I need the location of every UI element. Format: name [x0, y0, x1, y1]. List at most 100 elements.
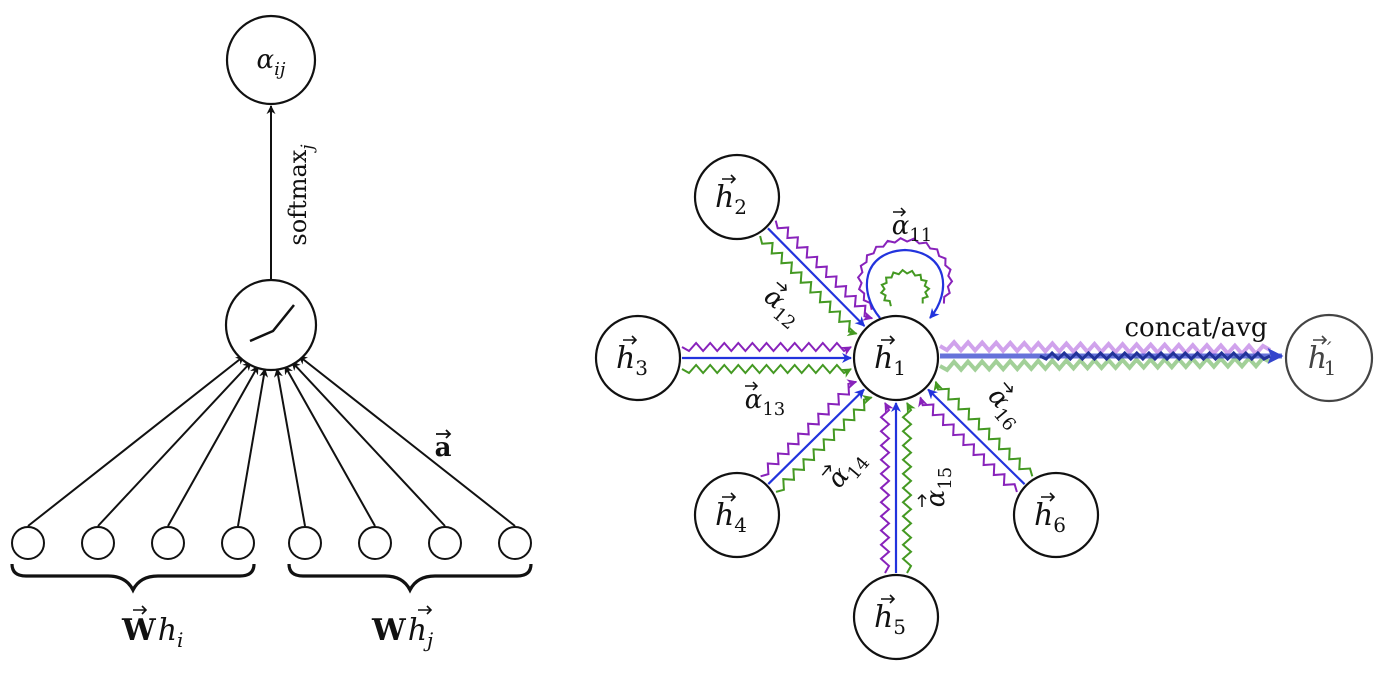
concat-avg-label: concat/avg	[1124, 313, 1267, 343]
edge-h2-head-purple	[774, 220, 874, 321]
h6-base: h	[1034, 498, 1053, 533]
h-right: h	[408, 613, 427, 648]
vector-arrow-icon	[722, 174, 737, 184]
svg-text:α11: α11	[892, 211, 932, 246]
input-neurons	[11, 526, 532, 560]
alpha-ij-sub: ij	[274, 59, 286, 80]
vector-arrow-icon	[776, 281, 787, 292]
h3-sub: 3	[635, 356, 648, 380]
h5-base: h	[874, 600, 893, 635]
svg-text:Whi: Whi	[121, 613, 183, 652]
alpha-ij-base: α	[257, 45, 275, 75]
alpha-16-label: α16	[982, 382, 1020, 435]
svg-text:h5: h5	[874, 600, 906, 639]
edge-h4-head-purple	[760, 379, 858, 478]
multihead-edges	[681, 220, 1034, 574]
alpha-12-label: α12	[755, 281, 808, 334]
node-h3: h3	[594, 314, 682, 402]
alpha-15-base: α	[921, 489, 951, 507]
vector-arrow-icon	[436, 429, 452, 439]
attention-vector-label: a	[435, 429, 452, 463]
edge-h3-head-purple	[681, 341, 852, 356]
edge-h6-head-green	[933, 380, 1034, 477]
h1-prime-mark: ′	[1327, 337, 1332, 361]
svg-text:αij: αij	[257, 45, 286, 80]
input-edges	[27, 355, 516, 527]
svg-text:h1: h1	[874, 341, 906, 380]
vector-arrow-icon	[745, 381, 759, 391]
alpha-13-label: α13	[745, 381, 785, 420]
edge-h6-head-purple	[918, 396, 1018, 493]
svg-text:h6: h6	[1034, 498, 1066, 537]
alpha-13-sub: 13	[762, 399, 785, 420]
edge-h5-head-green	[901, 402, 916, 574]
h1-sub: 1	[893, 356, 906, 380]
h4-sub: 4	[734, 513, 747, 537]
node-h1: h1	[852, 314, 940, 402]
vector-arrow-icon	[1041, 492, 1056, 502]
left-panel: αij softmaxj a Whi	[10, 14, 533, 652]
edge-h2-head-green	[759, 235, 858, 337]
brace-left	[10, 563, 256, 594]
aggregate-arrow	[938, 339, 1284, 373]
node-h1-prime: h′1	[1284, 313, 1374, 403]
alpha-11-label: α11	[892, 207, 932, 246]
h-left-sub: i	[177, 628, 183, 652]
vector-arrow-icon	[1313, 335, 1328, 345]
softmax-label: softmax	[284, 149, 312, 245]
edge-h4-head-blue	[767, 388, 865, 485]
h-right-sub: j	[423, 628, 433, 652]
vector-arrow-icon	[881, 594, 896, 604]
edge-h6-head-blue	[927, 388, 1026, 485]
h-left: h	[158, 613, 177, 648]
alpha-14-label: α14	[821, 453, 874, 494]
alpha-11-base: α	[892, 211, 910, 241]
edge-h5-head-purple	[879, 402, 894, 574]
vector-a-text: a	[435, 433, 452, 463]
h1-prime-base: h	[1308, 341, 1327, 376]
weight-w-left: W	[121, 613, 157, 648]
h3-base: h	[616, 341, 635, 376]
vector-arrow-icon	[623, 335, 638, 345]
group-label-right: Whj	[371, 605, 433, 652]
alpha-11-sub: 11	[909, 225, 932, 246]
svg-text:Whj: Whj	[371, 613, 433, 652]
weight-w-right: W	[371, 613, 407, 648]
brace-right	[287, 563, 533, 594]
svg-text:h2: h2	[715, 180, 747, 219]
h4-base: h	[715, 498, 734, 533]
svg-text:softmaxj: softmaxj	[284, 144, 318, 246]
node-h2: h2	[693, 153, 781, 241]
vector-arrow-icon	[133, 605, 148, 615]
alpha-15-sub: 15	[935, 467, 956, 490]
self-loop	[856, 237, 954, 319]
node-h6: h6	[1012, 471, 1100, 559]
h2-sub: 2	[734, 195, 747, 219]
leaky-relu-icon	[249, 304, 295, 343]
edge-h2-head-blue	[767, 227, 866, 327]
leaky-relu-node	[224, 278, 318, 372]
alpha-15-label: α15	[917, 467, 956, 507]
h1-prime-sub: 1	[1324, 356, 1337, 380]
h2-base: h	[715, 180, 734, 215]
h1-base: h	[874, 341, 893, 376]
vector-arrow-icon	[722, 492, 737, 502]
node-h4: h4	[693, 471, 781, 559]
edge-h4-head-green	[775, 395, 873, 493]
vector-arrow-icon	[1003, 382, 1013, 393]
svg-text:h′1: h′1	[1308, 337, 1337, 380]
edge-h3-head-green	[681, 363, 852, 378]
vector-arrow-icon	[893, 207, 907, 217]
vector-arrow-icon	[917, 493, 927, 507]
group-label-left: Whi	[121, 605, 183, 652]
vector-arrow-icon	[821, 465, 832, 476]
alpha-ij-node: αij	[225, 14, 317, 106]
right-panel: concat/avg h1 h′1 h2 h3 h4	[594, 153, 1374, 661]
svg-text:α12: α12	[755, 281, 808, 334]
svg-text:h4: h4	[715, 498, 747, 537]
h6-sub: 6	[1053, 513, 1066, 537]
h5-sub: 5	[893, 615, 906, 639]
softmax-sub: j	[298, 144, 318, 154]
vector-arrow-icon	[881, 335, 896, 345]
